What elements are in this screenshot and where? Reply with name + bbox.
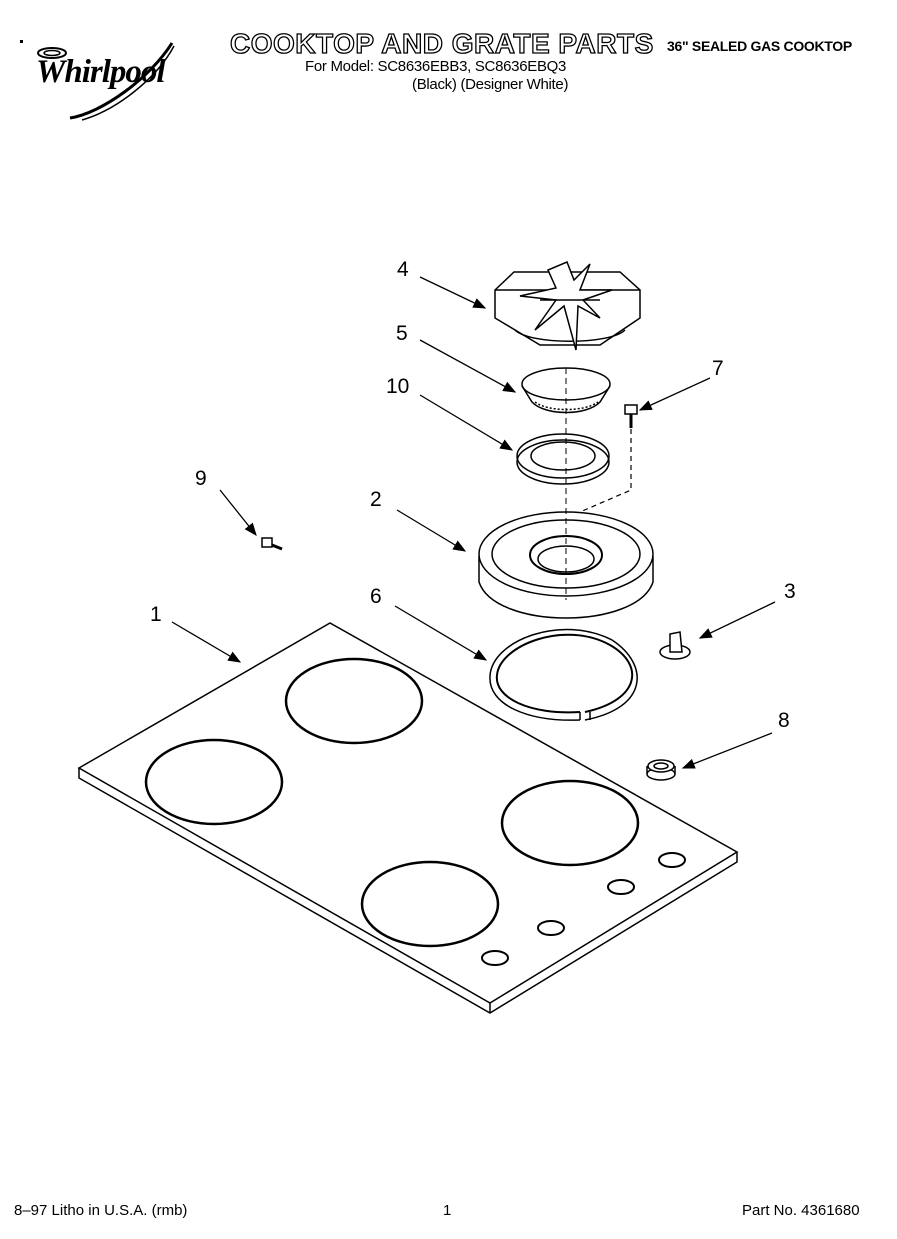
grommet: [646, 759, 676, 781]
callout-3: 3: [784, 580, 796, 603]
callout-1: 1: [150, 603, 162, 626]
cooktop-panel: [77, 622, 739, 1014]
control-knob: [659, 631, 691, 660]
burner-gasket: [489, 628, 638, 721]
leader-arrows: [171, 276, 776, 769]
page-number: 1: [443, 1202, 452, 1219]
whirlpool-logo: [37, 42, 175, 121]
callout-10: 10: [386, 375, 410, 398]
callout-4: 4: [397, 258, 409, 281]
page-title: COOKTOP AND GRATE PARTS: [229, 27, 654, 59]
product-subtitle: 36" SEALED GAS COOKTOP: [667, 38, 852, 54]
footer-litho: 8–97 Litho in U.S.A. (rmb): [14, 1202, 188, 1219]
callout-2: 2: [370, 488, 382, 511]
screw-9: [261, 537, 283, 551]
model-colors: (Black) (Designer White): [412, 76, 569, 93]
callout-7: 7: [712, 357, 724, 380]
model-numbers: For Model: SC8636EBB3, SC8636EBQ3: [305, 58, 567, 75]
callout-6: 6: [370, 585, 382, 608]
burner-ring: [516, 433, 610, 485]
part-number: Part No. 4361680: [742, 1202, 860, 1219]
brand-wordmark: Whirlpool: [36, 54, 166, 90]
callout-8: 8: [778, 709, 790, 732]
callout-5: 5: [396, 322, 408, 345]
corner-mark: [20, 40, 23, 43]
callout-9: 9: [195, 467, 207, 490]
screw-7: [624, 404, 638, 428]
burner-grate: [494, 261, 641, 351]
burner-base: [478, 511, 654, 619]
